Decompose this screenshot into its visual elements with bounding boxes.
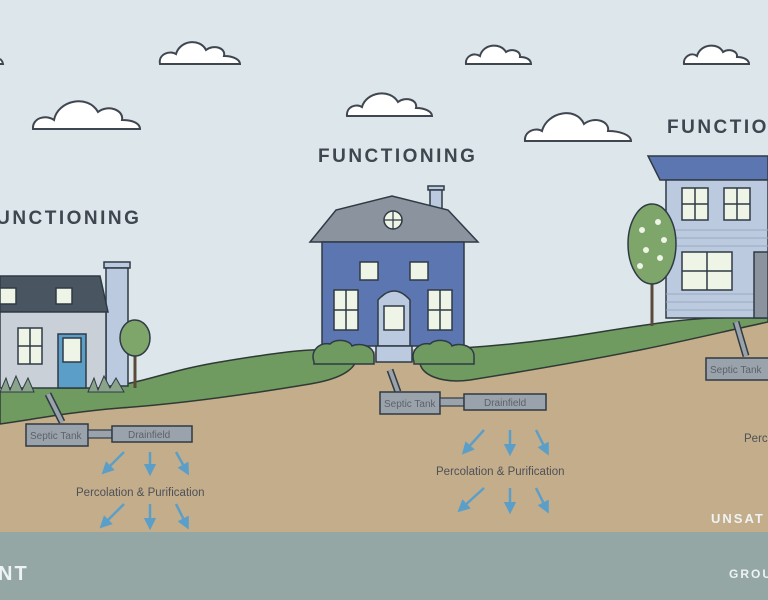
roof <box>0 275 109 313</box>
hedge <box>412 339 475 365</box>
drainfield <box>463 393 547 411</box>
percolation-label-middle: Percolation & Purification <box>436 466 564 478</box>
percolation-label-right: Perco <box>744 433 768 445</box>
septic-tank-label: Septic Tank <box>30 431 83 442</box>
hedge <box>312 339 375 365</box>
grass-right <box>419 315 768 382</box>
cloud-icon <box>345 92 434 117</box>
house-right <box>627 155 768 326</box>
drainfield <box>111 425 193 443</box>
percolation-label-left: Percolation & Purification <box>76 487 204 499</box>
tree <box>119 319 151 357</box>
drainfield-label: Drainfield <box>128 430 170 441</box>
unsaturated-zone-label: UNSAT <box>711 511 765 526</box>
roof <box>646 155 768 181</box>
clouds <box>0 41 751 142</box>
cloud-icon <box>0 58 5 65</box>
house-middle <box>308 185 480 365</box>
septic-tank-label: Septic Tank <box>710 365 763 376</box>
septic-system-middle: Septic Tank Drainfield <box>379 368 547 415</box>
soil <box>0 316 768 532</box>
door <box>753 251 768 319</box>
septic-tank <box>705 357 768 381</box>
groundwater-band <box>0 532 768 600</box>
cloud-icon <box>32 100 142 130</box>
cloud-icon <box>682 44 751 65</box>
septic-system-left: Septic Tank Drainfield <box>25 392 193 447</box>
septic-tank-label: Septic Tank <box>384 399 437 410</box>
percolation-arrows <box>99 429 549 531</box>
status-title-middle: FUNCTIONING <box>318 146 477 167</box>
cloud-icon <box>464 44 533 65</box>
house-left <box>0 261 151 393</box>
tree <box>627 203 677 285</box>
status-title-left: FUNCTIONING <box>0 208 141 229</box>
status-title-right: FUNCTIONING <box>667 117 768 138</box>
drainfield-label: Drainfield <box>484 398 526 409</box>
septic-system-right: Septic Tank <box>705 321 768 381</box>
cloud-icon <box>523 112 633 142</box>
groundwater-label-left: NT <box>0 563 29 585</box>
groundwater-label-right: GROU <box>729 567 768 581</box>
cloud-icon <box>158 41 242 65</box>
